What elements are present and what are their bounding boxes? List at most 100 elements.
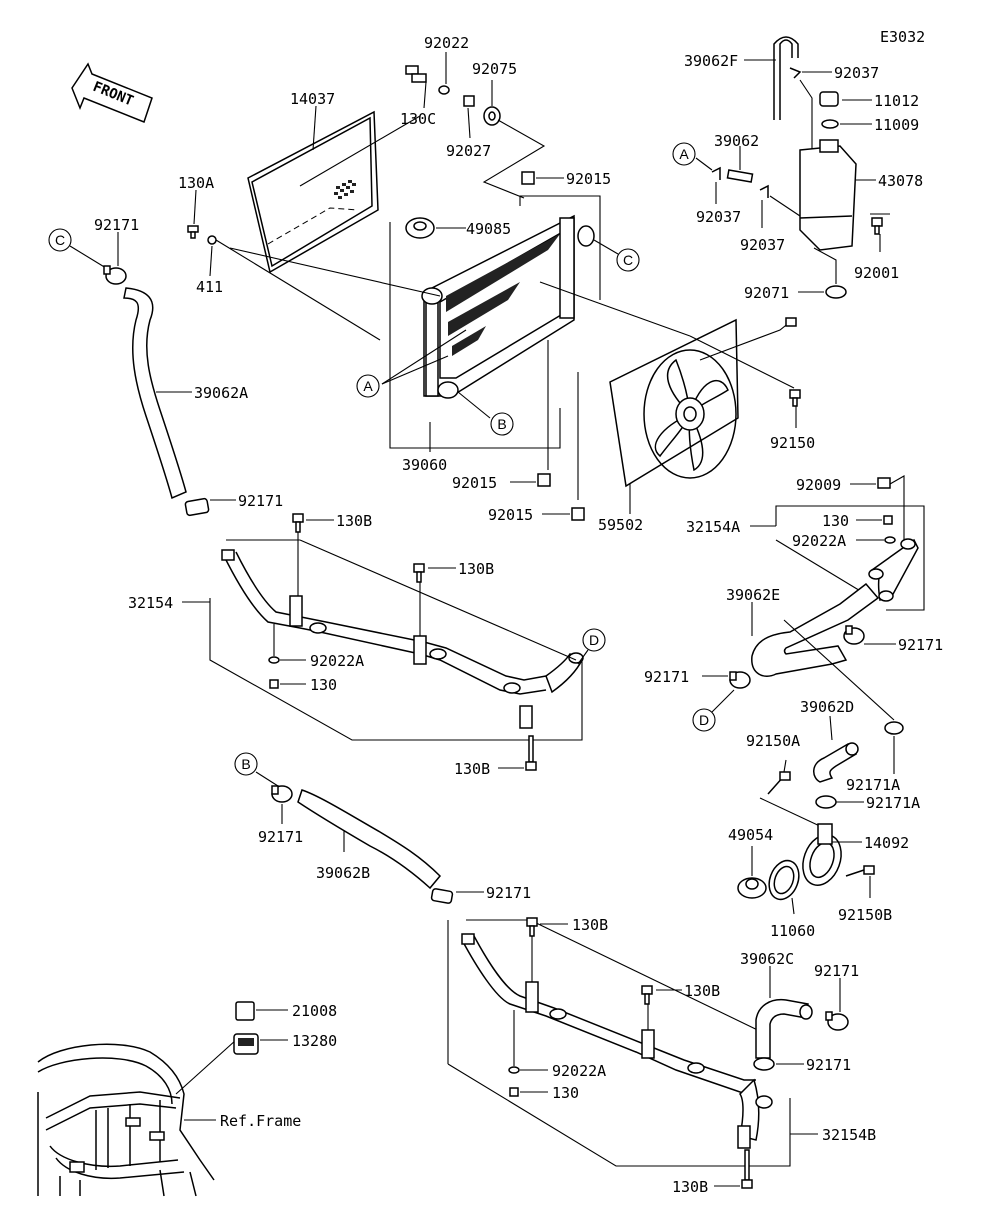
svg-text:A: A [363, 378, 373, 394]
label-130B-e: 130B [684, 982, 720, 1000]
callout-C-hose [48, 228, 72, 252]
bolt-130B-e-icon [641, 985, 653, 1005]
pipe-32154A [868, 538, 919, 602]
thermostat-49054-icon [737, 877, 767, 899]
label-92015-b: 92015 [452, 474, 497, 492]
clamp-92171-d-icon [843, 625, 865, 645]
label-130B-a: 130B [336, 512, 372, 530]
washer-92022A-c-icon [508, 1066, 520, 1074]
label-39062D: 39062D [800, 698, 854, 716]
label-39060: 39060 [402, 456, 447, 474]
label-130B-b: 130B [458, 560, 494, 578]
clamp-92037-c-icon [759, 184, 769, 198]
bolt-130-a-icon [269, 679, 279, 689]
label-92015-c: 92015 [488, 506, 533, 524]
label-92150A: 92150A [746, 732, 800, 750]
svg-text:C: C [623, 252, 633, 268]
radiator-39060 [421, 214, 595, 399]
label-92015-a: 92015 [566, 170, 611, 188]
bolt-92009-icon [877, 477, 891, 489]
grommet-92071-icon [825, 285, 847, 299]
callout-C-radiator [616, 248, 640, 272]
label-49054: 49054 [728, 826, 773, 844]
housing-14092 [802, 823, 842, 886]
gasket-11009-icon [821, 119, 839, 129]
bolt-130-b-icon [883, 515, 893, 525]
svg-text:B: B [241, 756, 250, 772]
clamp-92171-c-icon [103, 265, 127, 285]
label-49085: 49085 [466, 220, 511, 238]
grommet-92075-icon [483, 106, 501, 126]
label-92037-a: 92037 [834, 64, 879, 82]
bolt-130C-icon [405, 65, 427, 83]
label-32154B: 32154B [822, 1126, 876, 1144]
callout-D-right [692, 708, 716, 732]
clip-92015-a-icon [521, 171, 535, 185]
label-92171-a: 92171 [238, 492, 283, 510]
reservoir-tank-43078 [799, 139, 857, 251]
bolt-92001-icon [871, 217, 883, 235]
clamp-92171-g-icon [753, 1057, 775, 1071]
hose-39062C [755, 998, 813, 1059]
svg-text:D: D [589, 632, 599, 648]
label-92022-top: 92022 [424, 34, 469, 52]
label-39062C: 39062C [740, 950, 794, 968]
svg-text:C: C [55, 232, 65, 248]
label-130-b: 130 [822, 512, 849, 530]
label-92171-e: 92171 [644, 668, 689, 686]
label-92171-c: 92171 [94, 216, 139, 234]
diagram-code: E3032 [880, 28, 925, 46]
pipe-32154B [461, 933, 773, 1149]
callout-A-reservoir [672, 142, 696, 166]
label-130B-d: 130B [572, 916, 608, 934]
svg-text:D: D [699, 712, 709, 728]
label-92150B: 92150B [838, 906, 892, 924]
label-130-c: 130 [552, 1084, 579, 1102]
bolt-130A-icon [187, 225, 199, 239]
svg-text:A: A [679, 146, 689, 162]
callout-D-pipe [582, 628, 606, 652]
label-130A: 130A [178, 174, 214, 192]
clamp-92171A-b-icon [815, 795, 837, 809]
label-92071: 92071 [744, 284, 789, 302]
label-92171-g: 92171 [806, 1056, 851, 1074]
clamp-92171-b1-icon [271, 785, 293, 803]
clip-92015-c-icon [571, 507, 585, 521]
bolt-130B-c-icon [525, 735, 537, 771]
label-59502: 59502 [598, 516, 643, 534]
label-43078: 43078 [878, 172, 923, 190]
bolt-130B-d-icon [526, 917, 538, 937]
label-92022A-c: 92022A [552, 1062, 606, 1080]
fan-assembly-59502 [609, 317, 797, 488]
label-92022A-a: 92022A [310, 652, 364, 670]
label-92001: 92001 [854, 264, 899, 282]
label-13280: 13280 [292, 1032, 337, 1050]
bolt-130B-b-icon [413, 563, 425, 583]
label-11060: 11060 [770, 922, 815, 940]
damper-13280-icon [233, 1033, 259, 1055]
label-39062E: 39062E [726, 586, 780, 604]
hose-39062E [751, 582, 880, 677]
washer-92022A-b-icon [884, 536, 896, 544]
bolt-130B-a-icon [292, 513, 304, 533]
label-92171-d: 92171 [898, 636, 943, 654]
label-92075: 92075 [472, 60, 517, 78]
label-411: 411 [196, 278, 223, 296]
label-92171A-b: 92171A [866, 794, 920, 812]
bracket-21008-icon [235, 1001, 255, 1021]
svg-text:B: B [497, 416, 506, 432]
label-39062: 39062 [714, 132, 759, 150]
label-92171-f: 92171 [814, 962, 859, 980]
frame-reference [37, 1043, 215, 1197]
overflow-hose-39062F [773, 36, 799, 120]
clamp-92171-f-icon [825, 1011, 849, 1031]
callout-B-radiator [490, 412, 514, 436]
label-92009: 92009 [796, 476, 841, 494]
bolt-130B-f-icon [741, 1149, 753, 1189]
washer-92022A-a-icon [268, 656, 280, 664]
clamp-92037-b-icon [711, 166, 721, 180]
gasket-11060-icon [768, 859, 800, 901]
label-130C: 130C [400, 110, 436, 128]
label-14037: 14037 [290, 90, 335, 108]
